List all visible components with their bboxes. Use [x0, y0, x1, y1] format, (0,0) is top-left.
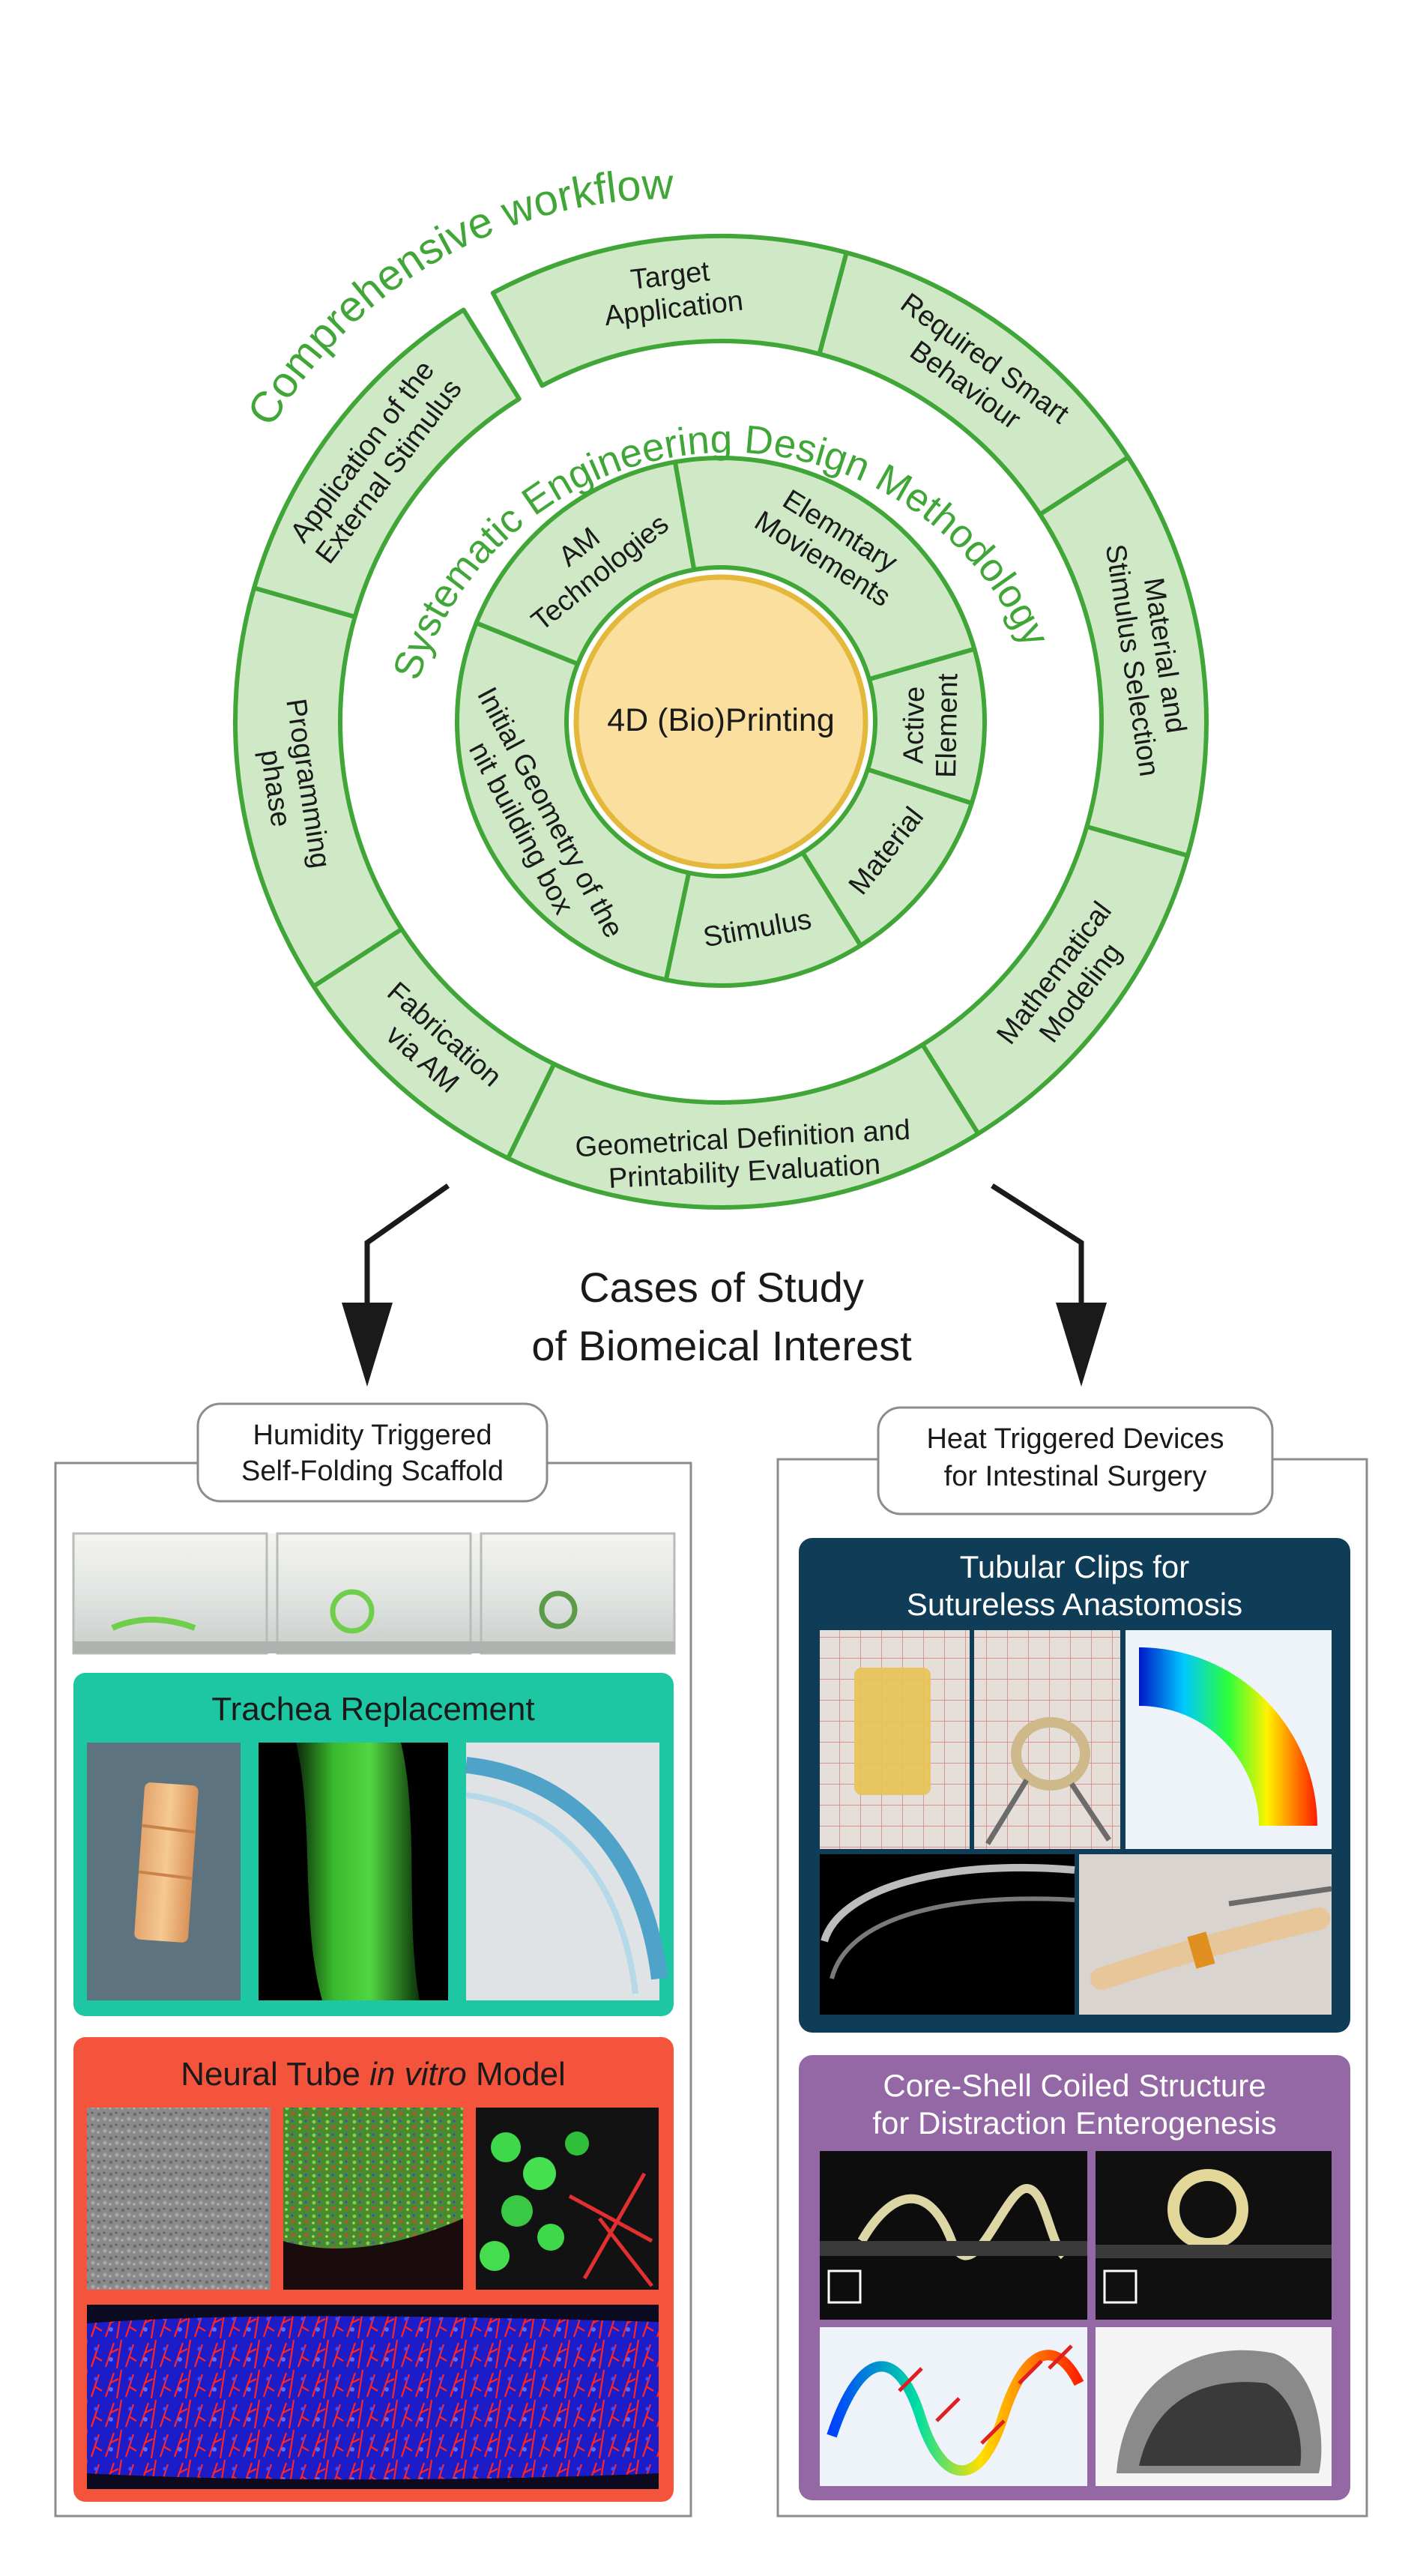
trachea-photo-fluorescence	[259, 1743, 448, 2000]
clips-photo-film	[820, 1630, 970, 1849]
clips-title-line1: Tubular Clips for	[960, 1549, 1190, 1584]
right-column-label-line1: Heat Triggered Devices	[926, 1423, 1224, 1455]
clips-title-line2: Sutureless Anastomosis	[907, 1587, 1242, 1622]
inner-ring-label: ActiveElement	[898, 672, 964, 778]
left-column-label-line2: Self-Folding Scaffold	[241, 1456, 504, 1487]
neural-photo-spheroids	[476, 2108, 659, 2290]
neural-photo-tube-section	[87, 2305, 659, 2489]
inner-ring-segment	[474, 459, 697, 666]
cases-heading-line1: Cases of Study	[579, 1264, 864, 1311]
inner-ring: ElemntaryMoviementsActiveElementMaterial…	[455, 456, 987, 988]
neural-title: Neural Tube in vitro Model	[181, 2056, 566, 2093]
humidity-vials-photo	[72, 1532, 676, 1655]
neural-photo-brightfield	[87, 2108, 271, 2290]
clips-photo-ring	[974, 1630, 1120, 1849]
left-column: Humidity Triggered Self-Folding Scaffold…	[54, 1402, 692, 2518]
clips-photo-intestine	[1079, 1854, 1332, 2015]
arrow-heads	[342, 1303, 1107, 1387]
cube-icon	[827, 2269, 862, 2304]
clips-photo-ct	[820, 1854, 1075, 2015]
branch-arrows	[364, 1183, 1084, 1308]
outer-ring-segment	[252, 307, 522, 619]
neural-photo-tissue	[283, 2108, 463, 2290]
center-label: 4D (Bio)Printing	[607, 702, 835, 738]
right-column-label-box	[877, 1406, 1274, 1515]
coil-photo-sem	[1096, 2327, 1332, 2486]
coil-simulation	[820, 2327, 1087, 2486]
center-circle	[573, 574, 868, 869]
right-column-label-line2: for Intestinal Surgery	[944, 1461, 1207, 1492]
left-arrow-head	[342, 1303, 393, 1387]
trachea-title: Trachea Replacement	[211, 1691, 534, 1728]
clips-simulation	[1126, 1630, 1332, 1849]
right-arrow-head	[1056, 1303, 1107, 1387]
trachea-photo-scaffold	[87, 1743, 241, 2000]
inner-ring-segment	[672, 456, 977, 682]
cases-heading-line2: of Biomeical Interest	[531, 1322, 912, 1369]
inner-ring-segment	[455, 621, 692, 983]
left-column-label-line1: Humidity Triggered	[253, 1420, 492, 1451]
right-arrow	[991, 1183, 1084, 1308]
left-arrow	[364, 1183, 450, 1308]
tubular-clips-panel: Tubular Clips for Sutureless Anastomosis	[799, 1538, 1350, 2033]
coiled-structure-panel: Core-Shell Coiled Structure for Distract…	[799, 2055, 1350, 2500]
trachea-photo-histology	[465, 1743, 668, 2000]
trachea-panel: Trachea Replacement	[73, 1673, 674, 2016]
cube-icon	[1103, 2269, 1137, 2304]
right-column: Heat Triggered Devices for Intestinal Su…	[776, 1406, 1368, 2518]
left-column-label-box	[196, 1402, 549, 1503]
neural-tube-panel: Neural Tube in vitro Model	[73, 2037, 674, 2502]
coil-photo-side	[820, 2151, 1087, 2320]
coil-title-line2: for Distraction Enterogenesis	[872, 2105, 1276, 2141]
coil-photo-front	[1096, 2151, 1332, 2320]
coil-title-line1: Core-Shell Coiled Structure	[883, 2068, 1266, 2103]
